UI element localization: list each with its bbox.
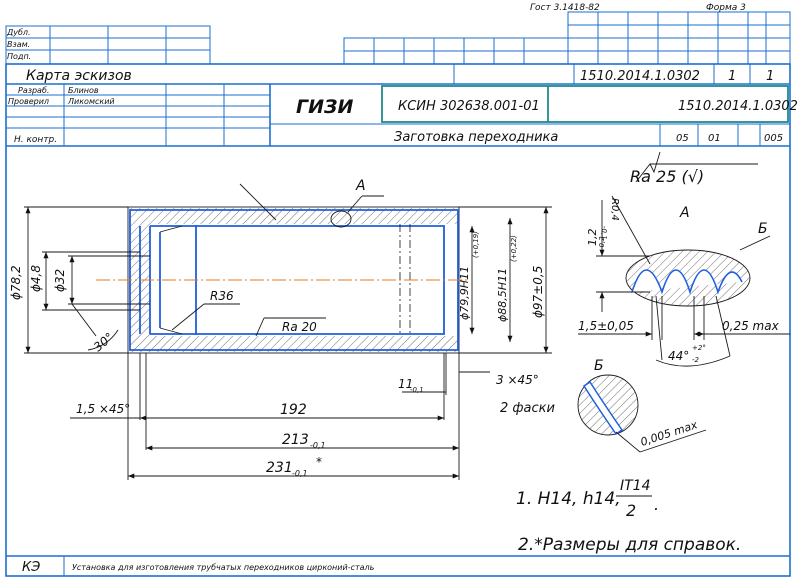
dim-d78-2: ϕ78,2 — [9, 265, 23, 300]
code: 1510.2014.1.0302 — [678, 99, 798, 114]
chamfer-1-5: 1,5 ×45° — [76, 402, 130, 416]
dim-d79-9: ϕ79,9H11 — [458, 266, 471, 320]
side-label-podp: Подп. — [7, 52, 31, 61]
dim-d88-5-tol: (+0,22) — [510, 235, 518, 262]
dim-11-tol: -0,1 — [410, 386, 424, 394]
height-1-2-tol: -0,2 — [598, 236, 606, 250]
chamfer-3: 3 ×45° — [496, 373, 539, 387]
note-1-denominator: 2 — [626, 501, 636, 520]
part-name: Заготовка переходника — [394, 130, 558, 145]
dim-d79-9-tol: (+0,19) — [472, 231, 480, 258]
dim-r36: R36 — [210, 289, 234, 303]
side-label-vzam: Взам. — [7, 40, 30, 49]
dim-d97: ϕ97±0,5 — [531, 266, 545, 318]
r-fillet: R0,4 — [609, 198, 620, 221]
field-01: 01 — [708, 133, 721, 144]
detail-b-marker: Б — [758, 221, 768, 237]
max-0-005: 0,005 max — [639, 418, 700, 449]
norm-control-label: Н. контр. — [14, 135, 57, 145]
note-1-end: . — [654, 495, 659, 514]
checked-label: Проверил — [8, 97, 49, 106]
dim-d32: ϕ32 — [53, 269, 67, 292]
chamfer-note: 2 фаски — [500, 401, 555, 416]
sheet-count: 1 — [766, 69, 774, 84]
form-label: Форма 3 — [706, 3, 746, 13]
checked-by: Ликомский — [67, 97, 115, 106]
footer-label: КЭ — [22, 560, 40, 575]
detail-b-title: Б — [594, 358, 604, 374]
width-1-5: 1,5±0,05 — [578, 319, 634, 333]
note-1-prefix: 1. H14, h14, — [516, 489, 621, 509]
roughness-ra20: Ra 20 — [282, 320, 317, 334]
sheet-number: 1 — [728, 69, 736, 84]
angle-44-tol-top: +2° — [692, 344, 706, 352]
part-section-view — [96, 183, 470, 354]
developed-label: Разраб. — [18, 86, 49, 95]
len-192: 192 — [280, 402, 307, 418]
dim-d88-5: ϕ88,5H11 — [496, 268, 509, 322]
developed-by: Блинов — [68, 86, 99, 95]
gost-label: Гост 3.1418-82 — [530, 3, 600, 13]
len-231-tol: -0,1 — [292, 469, 308, 478]
len-231-mark: * — [316, 455, 322, 469]
angle-44-tol-bottom: -2 — [692, 356, 700, 364]
len-231: 231 — [266, 460, 293, 476]
roughness-ra25: Ra 25 (√) — [630, 167, 704, 186]
max-0-25: 0,25 max — [722, 319, 780, 333]
len-213: 213 — [282, 432, 309, 448]
r-fillet-tol: -0,1 — [600, 226, 608, 240]
footer-text: Установка для изготовления трубчатых пер… — [72, 563, 375, 572]
detail-a-title: А — [679, 205, 690, 221]
notes-block: 1. H14, h14, IT14 2 . 2.*Размеры для спр… — [516, 478, 741, 555]
dim-d4-8: ϕ4,8 — [29, 265, 43, 292]
right-dimensions — [459, 206, 552, 354]
field-005: 005 — [764, 133, 783, 144]
note-2: 2.*Размеры для справок. — [518, 535, 741, 555]
designation: КСИН 302638.001-01 — [398, 99, 540, 114]
side-label-dubl: Дубл. — [6, 28, 31, 37]
len-213-tol: -0,1 — [310, 441, 326, 450]
organization: ГИЗИ — [296, 96, 354, 118]
left-dimensions — [24, 206, 150, 354]
height-1-2: 1,2 — [586, 229, 599, 247]
detail-a-view — [578, 151, 790, 367]
detail-b-view — [577, 374, 707, 453]
detail-a-marker: А — [355, 178, 366, 194]
field-05: 05 — [676, 133, 689, 144]
code-top: 1510.2014.1.0302 — [580, 69, 700, 84]
title-block-frame — [5, 11, 791, 577]
length-dimensions — [70, 353, 490, 480]
angle-44: 44° — [668, 349, 689, 363]
note-1-numerator: IT14 — [620, 478, 651, 494]
dim-11: 11 — [398, 377, 413, 391]
doc-title: Карта эскизов — [26, 68, 132, 84]
